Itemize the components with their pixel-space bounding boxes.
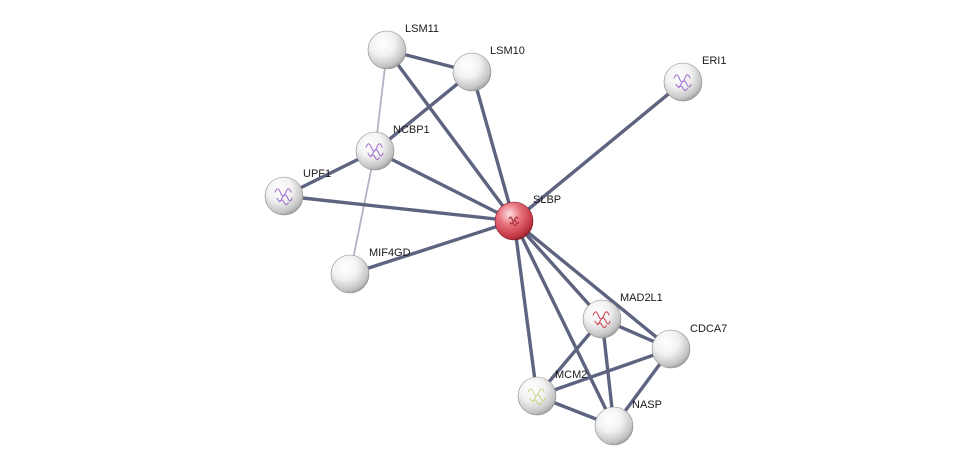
node-mif4gd[interactable]: MIF4GD bbox=[330, 247, 411, 294]
protein-structure-mcm2 bbox=[527, 388, 546, 405]
node-label-eri1: ERI1 bbox=[702, 55, 726, 67]
edge-slbp-mcm2[interactable] bbox=[512, 219, 539, 398]
node-label-mif4gd: MIF4GD bbox=[369, 247, 411, 259]
node-lsm10[interactable]: LSM10 bbox=[452, 45, 525, 92]
edge-lsm10-ncbp1[interactable] bbox=[373, 70, 474, 153]
node-label-lsm10: LSM10 bbox=[490, 45, 525, 57]
node-sphere-lsm11[interactable] bbox=[367, 30, 407, 70]
edge-lsm10-slbp[interactable] bbox=[470, 70, 516, 223]
node-slbp[interactable]: SLBP bbox=[494, 194, 561, 241]
node-label-upf1: UPF1 bbox=[303, 168, 331, 180]
node-label-slbp: SLBP bbox=[533, 194, 561, 206]
protein-structure-mad2l1 bbox=[592, 311, 611, 329]
edge-slbp-cdca7[interactable] bbox=[512, 219, 673, 351]
node-label-lsm11: LSM11 bbox=[405, 23, 439, 35]
node-cdca7[interactable]: CDCA7 bbox=[651, 323, 727, 369]
node-label-cdca7: CDCA7 bbox=[690, 323, 727, 335]
node-label-ncbp1: NCBP1 bbox=[393, 124, 430, 136]
node-upf1[interactable]: UPF1 bbox=[264, 168, 331, 216]
edges-layer bbox=[282, 48, 685, 428]
node-eri1[interactable]: ERI1 bbox=[663, 55, 726, 102]
protein-structure-eri1 bbox=[673, 74, 692, 92]
protein-structure-slbp bbox=[508, 216, 519, 227]
edge-slbp-nasp[interactable] bbox=[512, 219, 616, 428]
edge-ncbp1-slbp[interactable] bbox=[373, 149, 516, 223]
protein-structure-upf1 bbox=[274, 188, 293, 206]
node-nasp[interactable]: NASP bbox=[594, 399, 662, 446]
node-mcm2[interactable]: MCM2 bbox=[517, 369, 587, 416]
edge-eri1-slbp[interactable] bbox=[512, 80, 685, 223]
edge-upf1-slbp[interactable] bbox=[282, 194, 516, 223]
edge-mif4gd-slbp[interactable] bbox=[348, 219, 516, 276]
edge-ncbp1-mif4gd[interactable] bbox=[349, 150, 376, 275]
edge-lsm11-slbp[interactable] bbox=[385, 48, 516, 223]
node-label-mad2l1: MAD2L1 bbox=[620, 292, 663, 304]
node-label-nasp: NASP bbox=[632, 399, 662, 411]
node-sphere-lsm10[interactable] bbox=[452, 52, 492, 92]
edge-slbp-mad2l1[interactable] bbox=[512, 219, 604, 321]
node-sphere-cdca7[interactable] bbox=[651, 329, 691, 369]
node-sphere-nasp[interactable] bbox=[594, 406, 634, 446]
edge-cdca7-mcm2[interactable] bbox=[535, 347, 673, 398]
node-lsm11[interactable]: LSM11 bbox=[367, 23, 439, 70]
protein-structure-ncbp1 bbox=[365, 143, 384, 161]
node-sphere-mif4gd[interactable] bbox=[330, 254, 370, 294]
node-mad2l1[interactable]: MAD2L1 bbox=[582, 292, 663, 339]
node-label-mcm2: MCM2 bbox=[555, 369, 587, 381]
node-ncbp1[interactable]: NCBP1 bbox=[355, 124, 430, 171]
